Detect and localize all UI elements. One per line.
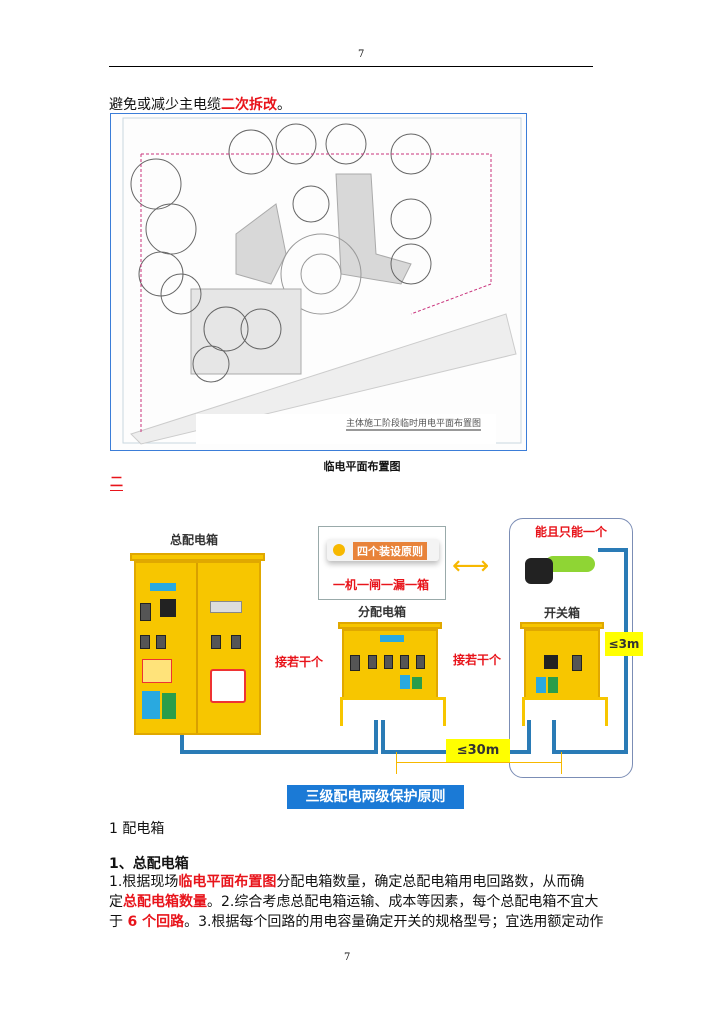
distance-arrow — [397, 762, 561, 763]
section-title: 1 配电箱 — [109, 821, 165, 837]
sub-box-label: 分配电箱 — [358, 605, 407, 619]
subsection-title: 1、总配电箱 — [109, 856, 189, 872]
double-arrow-icon: ⟷ — [452, 551, 490, 581]
principle-card: 四个装设原则 一机一闸一漏一箱 — [318, 526, 446, 600]
footer-page-number: 7 — [344, 952, 351, 963]
main-box-label: 总配电箱 — [170, 533, 219, 547]
distance-3m-label: ≤3m — [605, 632, 643, 656]
cable — [552, 750, 628, 754]
intro-line: 避免或减少主电缆二次拆改。 — [109, 94, 291, 114]
connect-left-label: 接若干个 — [275, 655, 324, 669]
principle-text: 一机一闸一漏一箱 — [333, 578, 430, 592]
header-rule — [109, 66, 593, 67]
figure-caption: 临电平面布置图 — [323, 460, 401, 473]
angle-grinder-image — [520, 552, 600, 586]
site-plan-title: 主体施工阶段临时用电平面布置图 — [346, 416, 482, 431]
paragraph-line-1: 1.根据现场临电平面布置图分配电箱数量，确定总配电箱用电回路数，从而确 — [109, 874, 585, 890]
connect-right-label: 接若干个 — [453, 653, 502, 667]
paragraph-line-2: 定总配电箱数量。2.综合考虑总配电箱运输、成本等因素，每个总配电箱不宜大 — [109, 894, 599, 910]
principle-banner: 三级配电两级保护原则 — [287, 785, 464, 809]
distance-30m-label: ≤30m — [446, 739, 510, 762]
sub-box-stand — [340, 697, 446, 726]
intro-text: 避免或减少主电缆 — [109, 97, 221, 113]
intro-end: 。 — [277, 97, 291, 113]
header-page-number: 7 — [358, 49, 365, 60]
switch-box — [524, 629, 600, 699]
section-mark: 二 — [110, 475, 124, 491]
principle-badge: 四个装设原则 — [353, 542, 427, 560]
site-plan-image: 主体施工阶段临时用电平面布置图 — [110, 113, 527, 451]
paragraph-line-3: 于 6 个回路。3.根据每个回路的用电容量确定开关的规格型号；宜选用额定动作 — [109, 914, 604, 930]
intro-highlight: 二次拆改 — [221, 97, 277, 113]
switch-box-label: 开关箱 — [544, 606, 581, 620]
main-distribution-box — [134, 561, 261, 735]
cable — [180, 750, 378, 754]
bullet-icon — [333, 544, 345, 556]
switch-box-stand — [522, 697, 608, 726]
sub-distribution-box — [342, 629, 438, 699]
site-plan-drawing — [122, 117, 522, 445]
only-one-text: 能且只能一个 — [535, 525, 608, 539]
